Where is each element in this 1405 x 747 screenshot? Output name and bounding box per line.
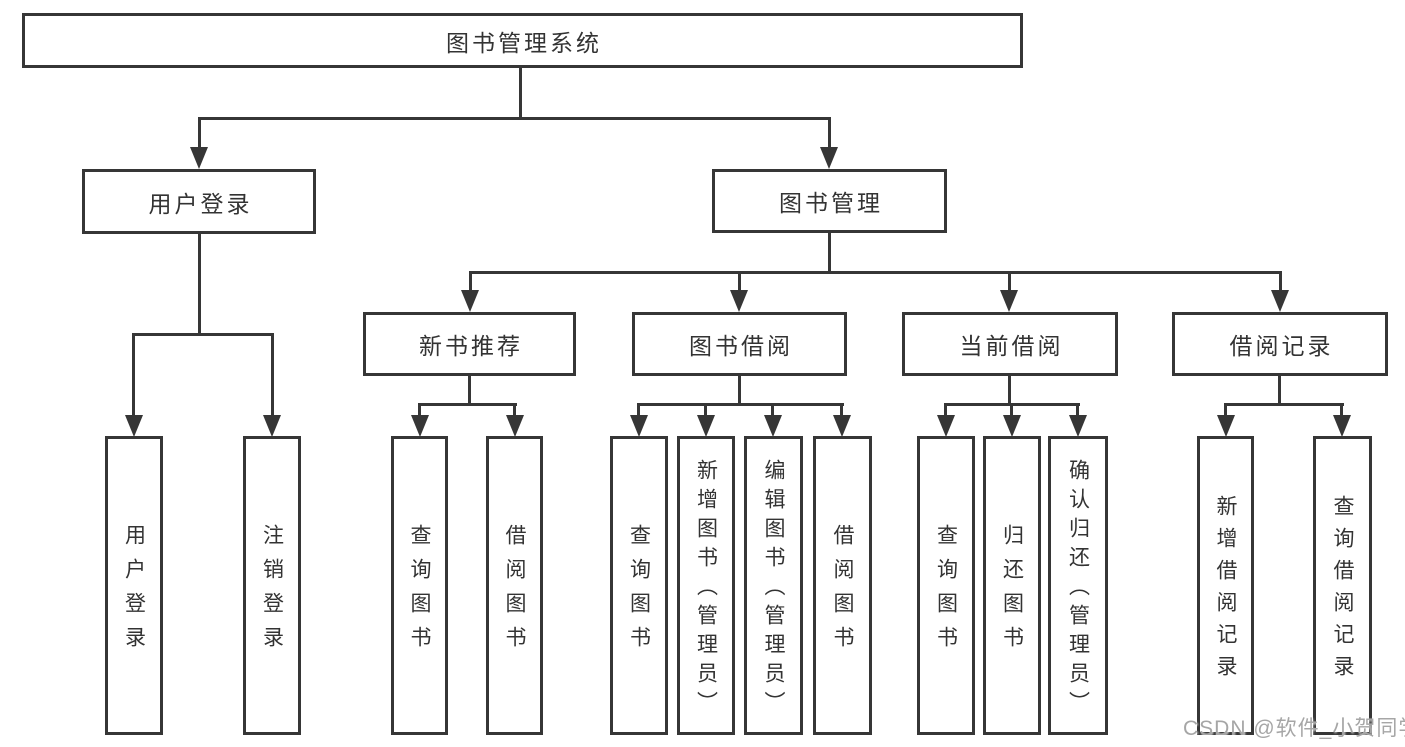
csdn-watermark: CSDN @软件_小贺同学 <box>1183 717 1405 740</box>
leaf-label: 查询图书 <box>627 524 651 660</box>
connector-hline <box>637 403 844 406</box>
leaf-query-books-current: 查询图书 <box>917 436 975 735</box>
connector-vline <box>1278 374 1281 406</box>
connector-vline <box>771 403 774 416</box>
connector-vline <box>132 333 135 415</box>
connector-vline <box>738 374 741 406</box>
leaf-return-books: 归还图书 <box>983 436 1041 735</box>
leaf-label: 用户登录 <box>122 524 146 660</box>
connector-vline <box>468 374 471 406</box>
node-new-book-recommendation: 新书推荐 <box>363 312 576 376</box>
connector-vline <box>704 403 707 416</box>
connector-vline <box>828 117 831 149</box>
connector-hline <box>469 271 1282 274</box>
connector-hline <box>132 333 274 336</box>
arrow-down-icon <box>1217 415 1235 437</box>
connector-vline <box>469 271 472 291</box>
arrow-down-icon <box>1000 290 1018 312</box>
leaf-borrow-books-borrowing: 借阅图书 <box>813 436 872 735</box>
leaf-label: 确认归还（管理员） <box>1066 459 1090 720</box>
arrow-down-icon <box>730 290 748 312</box>
node-label: 图书管理系统 <box>446 29 602 56</box>
leaf-query-books-recommend: 查询图书 <box>391 436 448 735</box>
leaf-query-borrow-record: 查询借阅记录 <box>1313 436 1372 735</box>
connector-vline <box>1076 403 1079 416</box>
arrow-down-icon <box>833 415 851 437</box>
node-library-management-system: 图书管理系统 <box>22 13 1023 68</box>
arrow-down-icon <box>1003 415 1021 437</box>
leaf-label: 编辑图书（管理员） <box>762 459 785 720</box>
arrow-down-icon <box>263 415 281 437</box>
connector-hline <box>418 403 517 406</box>
connector-vline <box>198 232 201 335</box>
arrow-down-icon <box>125 415 143 437</box>
node-label: 图书管理 <box>779 190 883 216</box>
leaf-logout: 注销登录 <box>243 436 301 735</box>
leaf-label: 归还图书 <box>1000 524 1024 660</box>
leaf-label: 查询借阅记录 <box>1331 495 1354 687</box>
connector-vline <box>828 231 831 274</box>
node-borrowing-records: 借阅记录 <box>1172 312 1388 376</box>
connector-vline <box>1224 403 1227 416</box>
connector-vline <box>1340 403 1343 416</box>
connector-vline <box>198 117 201 149</box>
connector-vline <box>1008 374 1011 406</box>
arrow-down-icon <box>820 147 838 169</box>
connector-hline <box>198 117 831 120</box>
leaf-label: 新增图书（管理员） <box>694 459 718 720</box>
arrow-down-icon <box>1271 290 1289 312</box>
connector-vline <box>637 403 640 416</box>
leaf-label: 借阅图书 <box>503 524 526 660</box>
arrow-down-icon <box>630 415 648 437</box>
arrow-down-icon <box>461 290 479 312</box>
arrow-down-icon <box>506 415 524 437</box>
connector-vline <box>519 66 522 119</box>
node-label: 新书推荐 <box>419 333 523 359</box>
leaf-label: 查询图书 <box>408 524 431 660</box>
arrow-down-icon <box>411 415 429 437</box>
node-label: 借阅记录 <box>1229 333 1334 359</box>
connector-vline <box>738 271 741 291</box>
leaf-query-books-borrowing: 查询图书 <box>610 436 668 735</box>
leaf-label: 注销登录 <box>260 524 284 660</box>
leaf-label: 借阅图书 <box>831 524 854 660</box>
connector-vline <box>418 403 421 416</box>
node-current-borrowing: 当前借阅 <box>902 312 1118 376</box>
node-book-borrowing: 图书借阅 <box>632 312 847 376</box>
arrow-down-icon <box>1333 415 1351 437</box>
leaf-user-login: 用户登录 <box>105 436 163 735</box>
leaf-add-borrow-record: 新增借阅记录 <box>1197 436 1254 735</box>
leaf-confirm-return-admin: 确认归还（管理员） <box>1048 436 1108 735</box>
node-label: 图书借阅 <box>689 333 793 359</box>
leaf-add-books-admin: 新增图书（管理员） <box>677 436 735 735</box>
connector-vline <box>1279 271 1282 291</box>
arrow-down-icon <box>937 415 955 437</box>
node-label: 用户登录 <box>148 190 253 217</box>
connector-vline <box>1010 403 1013 416</box>
connector-vline <box>944 403 947 416</box>
node-label: 当前借阅 <box>959 333 1064 359</box>
leaf-label: 新增借阅记录 <box>1214 495 1237 687</box>
connector-hline <box>1224 403 1344 406</box>
leaf-label: 查询图书 <box>934 524 958 660</box>
arrow-down-icon <box>764 415 782 437</box>
node-user-login: 用户登录 <box>82 169 316 234</box>
arrow-down-icon <box>697 415 715 437</box>
leaf-edit-books-admin: 编辑图书（管理员） <box>744 436 803 735</box>
leaf-borrow-books-recommend: 借阅图书 <box>486 436 543 735</box>
node-book-management: 图书管理 <box>712 169 947 233</box>
arrow-down-icon <box>1069 415 1087 437</box>
connector-vline <box>271 333 274 415</box>
connector-vline <box>1008 271 1011 291</box>
arrow-down-icon <box>190 147 208 169</box>
connector-vline <box>840 403 843 416</box>
connector-vline <box>513 403 516 416</box>
